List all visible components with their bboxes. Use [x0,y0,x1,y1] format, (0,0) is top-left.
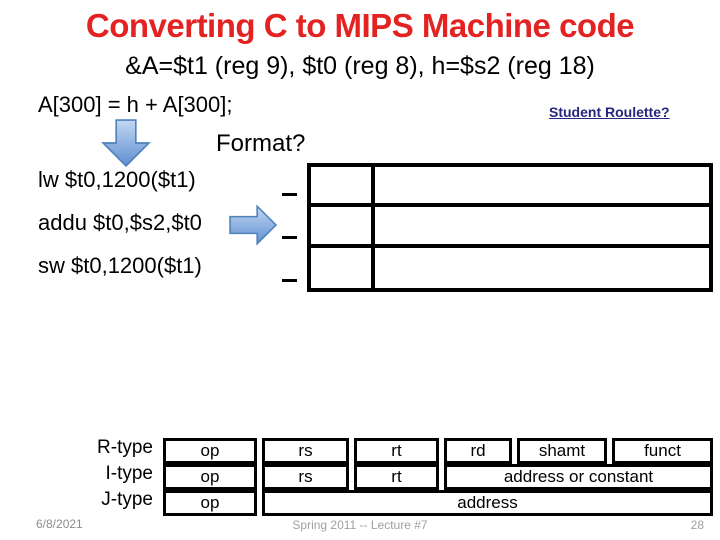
field-rs: rs [262,438,349,464]
mips-instruction-lw: lw $t0,1200($t1) [38,167,196,192]
field-op: op [163,490,257,516]
rtype-format-row: op rs rt rd shamt funct [163,438,713,464]
encoding-cell-row0-operands [375,167,709,208]
field-op: op [163,464,257,490]
format-label-rtype: R-type [97,437,153,458]
format-label-itype: I-type [105,463,153,484]
field-address-or-constant: address or constant [444,464,713,490]
right-block-arrow-icon [229,204,277,246]
encoding-cell-row2-op [311,247,375,288]
itype-format-row: op rs rt address or constant [163,464,713,490]
field-rt: rt [354,438,439,464]
blank-underscore [282,193,297,196]
footer-page-number: 28 [690,518,704,532]
field-address: address [262,490,713,516]
slide-title: Converting C to MIPS Machine code [85,7,635,44]
encoding-cell-row2-operands [375,247,709,288]
student-roulette-link[interactable]: Student Roulette? [549,104,670,120]
mips-instruction-sw: sw $t0,1200($t1) [38,253,202,278]
field-op: op [163,438,257,464]
field-shamt: shamt [517,438,607,464]
field-rd: rd [444,438,512,464]
jtype-format-row: op address [163,490,713,516]
slide-subtitle: &A=$t1 (reg 9), $t0 (reg 8), h=$s2 (reg … [125,52,595,80]
c-code-statement: A[300] = h + A[300]; [38,92,233,117]
field-rt: rt [354,464,439,490]
down-block-arrow-icon [101,119,151,167]
encoding-cell-row0-op [311,167,375,208]
encoding-cell-row1-op [311,207,375,248]
blank-underscore [282,236,297,239]
field-rs: rs [262,464,349,490]
field-funct: funct [612,438,713,464]
footer-date: 6/8/2021 [36,517,83,531]
machine-code-encoding-table [307,163,713,292]
mips-instruction-addu: addu $t0,$s2,$t0 [38,210,202,235]
encoding-cell-row1-operands [375,207,709,248]
format-question: Format? [216,130,306,157]
format-label-jtype: J-type [101,489,153,510]
blank-underscore [282,279,297,282]
footer-lecture-title: Spring 2011 -- Lecture #7 [292,518,428,532]
